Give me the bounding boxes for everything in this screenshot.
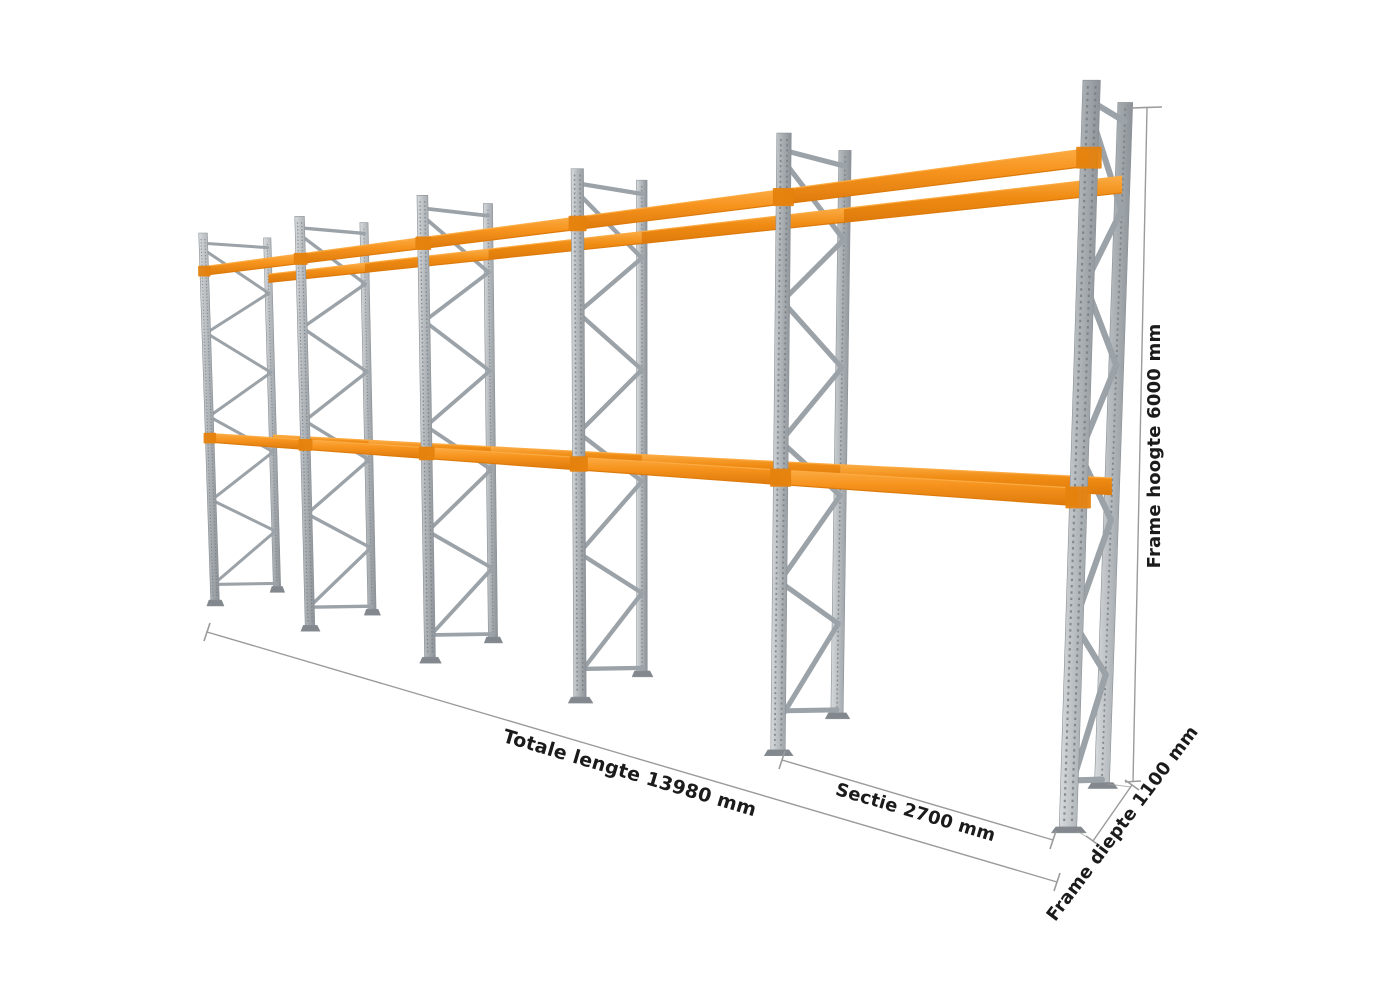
total-length-line bbox=[206, 631, 1058, 883]
section-tick-start bbox=[778, 750, 786, 770]
total-length-tick-start bbox=[203, 622, 211, 642]
frame-height-tick-top bbox=[1130, 106, 1163, 109]
front-beams bbox=[198, 146, 1102, 509]
dimension-section: Sectie 2700 mm bbox=[778, 750, 1057, 850]
frame-height-line bbox=[1132, 107, 1148, 783]
total-length-label: Totale lengte 13980 mm bbox=[500, 725, 759, 821]
frame-depth-line bbox=[1092, 784, 1133, 842]
total-length-tick-end bbox=[1053, 872, 1061, 892]
section-line bbox=[781, 759, 1054, 841]
dimension-total-length: Totale lengte 13980 mm bbox=[203, 622, 1061, 892]
section-tick-end bbox=[1049, 830, 1057, 850]
front-uprights bbox=[198, 79, 1101, 834]
frame-depth-ext-rear bbox=[1107, 783, 1132, 788]
section-label: Sectie 2700 mm bbox=[833, 779, 998, 846]
frame-depth-tick-end bbox=[1124, 779, 1140, 791]
dimension-frame-height: Frame hoogte 6000 mm bbox=[1124, 106, 1165, 783]
frame-depth-tick-start bbox=[1085, 835, 1101, 847]
rear-uprights bbox=[263, 102, 1134, 789]
frame-height-label: Frame hoogte 6000 mm bbox=[1144, 324, 1165, 569]
rack-structure bbox=[198, 79, 1134, 834]
